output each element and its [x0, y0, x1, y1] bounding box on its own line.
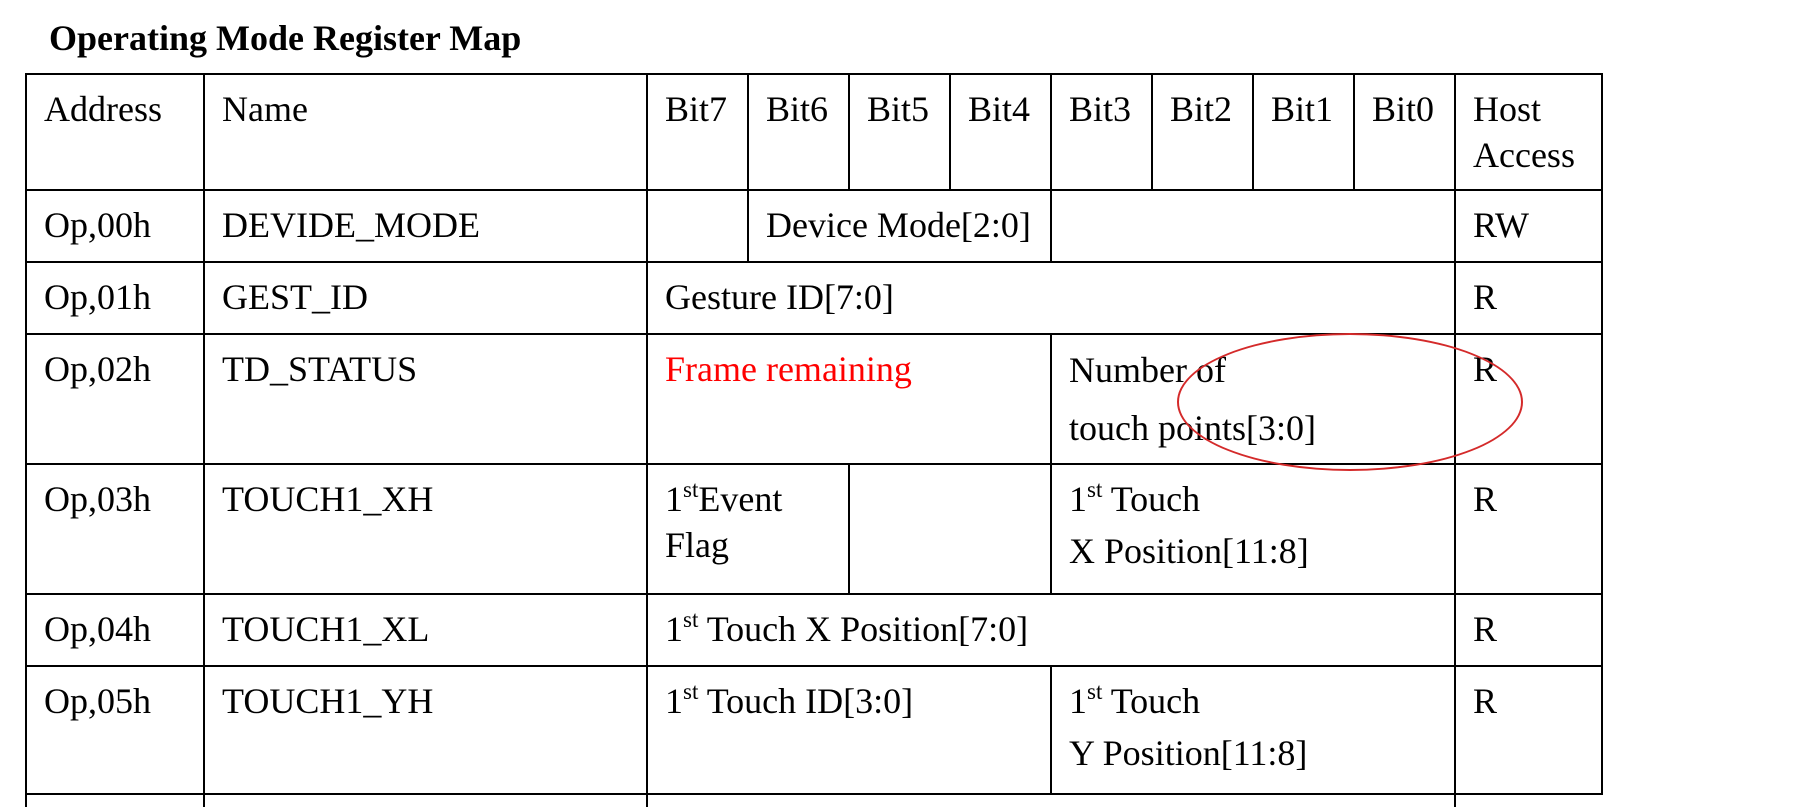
- bit-field-empty: [646, 189, 749, 263]
- y-position-high-line2: Y Position[11:8]: [1069, 733, 1308, 773]
- table-header-row: Address Name Bit7 Bit6 Bit5 Bit4 Bit3 Bi…: [25, 73, 1603, 191]
- touch-points-line1: Number of: [1069, 350, 1226, 390]
- row-name: DEVIDE_MODE: [203, 189, 648, 263]
- row-address: Op,05h: [25, 665, 205, 795]
- bit-field-empty: [1050, 189, 1456, 263]
- next-row-border: [1454, 794, 1456, 807]
- row-access: R: [1454, 463, 1603, 595]
- register-map-table: Address Name Bit7 Bit6 Bit5 Bit4 Bit3 Bi…: [25, 73, 1603, 795]
- row-name: TOUCH1_YH: [203, 665, 648, 795]
- table-row: Op,04h TOUCH1_XL 1st Touch X Position[7:…: [25, 593, 1603, 667]
- row-address: Op,02h: [25, 333, 205, 465]
- bit-field-frame-remaining: Frame remaining: [646, 333, 1052, 465]
- table-row: Op,03h TOUCH1_XH 1stEvent Flag 1st Touch…: [25, 463, 1603, 595]
- bit-field-empty: [848, 463, 1052, 595]
- header-name: Name: [203, 73, 648, 191]
- row-address: Op,01h: [25, 261, 205, 335]
- header-host-access-line1: Host: [1473, 89, 1542, 129]
- row-name: GEST_ID: [203, 261, 648, 335]
- header-host-access-line2: Access: [1473, 135, 1575, 175]
- row-address: Op,03h: [25, 463, 205, 595]
- row-name: TD_STATUS: [203, 333, 648, 465]
- table-row: Op,02h TD_STATUS Frame remaining Number …: [25, 333, 1603, 465]
- touch-points-line2: touch points[3:0]: [1069, 408, 1316, 448]
- bit-field-x-position-high: 1st Touch X Position[11:8]: [1050, 463, 1456, 595]
- bit-field-device-mode: Device Mode[2:0]: [747, 189, 1052, 263]
- row-access: R: [1454, 665, 1603, 795]
- event-flag-line1: 1stEvent: [665, 477, 783, 519]
- table-row: Op,05h TOUCH1_YH 1st Touch ID[3:0] 1st T…: [25, 665, 1603, 795]
- bit-field-touch-id: 1st Touch ID[3:0]: [646, 665, 1052, 795]
- bit-field-gesture-id: Gesture ID[7:0]: [646, 261, 1456, 335]
- bit-field-event-flag: 1stEvent Flag: [646, 463, 850, 595]
- table-row: Op,01h GEST_ID Gesture ID[7:0] R: [25, 261, 1603, 335]
- header-bit3: Bit3: [1050, 73, 1153, 191]
- header-bit6: Bit6: [747, 73, 850, 191]
- bit-field-x-position-low: 1st Touch X Position[7:0]: [646, 593, 1456, 667]
- page-title: Operating Mode Register Map: [49, 18, 522, 58]
- row-address: Op,04h: [25, 593, 205, 667]
- x-position-high-line1: 1st Touch: [1069, 477, 1201, 519]
- y-position-high-line1: 1st Touch: [1069, 679, 1201, 721]
- row-access: R: [1454, 593, 1603, 667]
- bit-field-touch-points: Number of touch points[3:0]: [1050, 333, 1456, 465]
- x-position-high-line2: X Position[11:8]: [1069, 531, 1309, 571]
- table-row: Op,00h DEVIDE_MODE Device Mode[2:0] RW: [25, 189, 1603, 263]
- row-name: TOUCH1_XH: [203, 463, 648, 595]
- next-row-border: [646, 794, 648, 807]
- row-name: TOUCH1_XL: [203, 593, 648, 667]
- header-host-access: Host Access: [1454, 73, 1603, 191]
- header-bit2: Bit2: [1151, 73, 1254, 191]
- header-bit5: Bit5: [848, 73, 951, 191]
- header-address: Address: [25, 73, 205, 191]
- next-row-border: [203, 794, 205, 807]
- header-bit0: Bit0: [1353, 73, 1456, 191]
- header-bit1: Bit1: [1252, 73, 1355, 191]
- row-access: RW: [1454, 189, 1603, 263]
- row-address: Op,00h: [25, 189, 205, 263]
- header-bit7: Bit7: [646, 73, 749, 191]
- bit-field-y-position-high: 1st Touch Y Position[11:8]: [1050, 665, 1456, 795]
- row-access: R: [1454, 333, 1603, 465]
- event-flag-line2: Flag: [665, 525, 730, 565]
- next-row-border: [25, 794, 27, 807]
- row-access: R: [1454, 261, 1603, 335]
- header-bit4: Bit4: [949, 73, 1052, 191]
